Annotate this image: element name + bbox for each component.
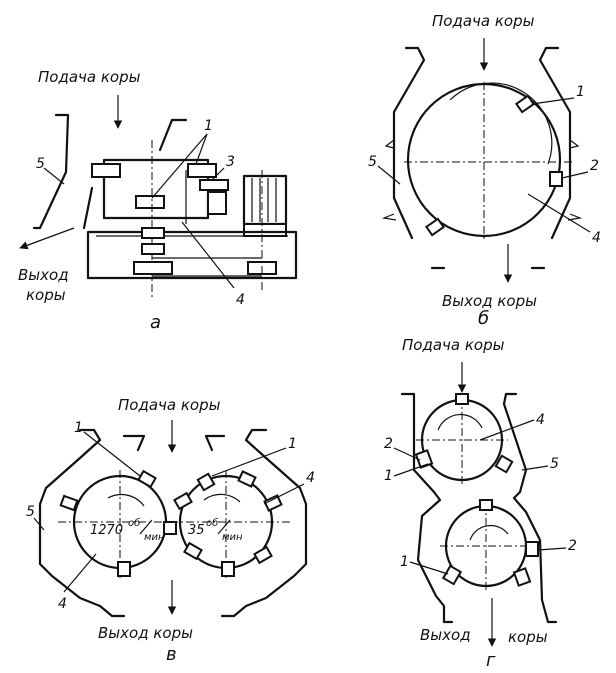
panel-g-exit-right: коры xyxy=(508,628,548,646)
panel-a-exit-label-1: Выход xyxy=(18,266,69,284)
panel-a-base xyxy=(86,230,298,280)
panel-a-callout-4: 4 xyxy=(236,292,245,308)
panel-v-speed-right-unit-top: об xyxy=(206,517,218,529)
panel-g-callout-5: 5 xyxy=(550,456,559,472)
panel-v-caption: в xyxy=(166,644,177,665)
panel-a-feed-label: Подача коры xyxy=(38,68,141,86)
panel-v-exit-label: Выход коры xyxy=(98,624,193,642)
panel-b-right-liner xyxy=(538,46,572,240)
panel-a-callout-3: 3 xyxy=(226,154,235,170)
panel-v-left-housing xyxy=(38,428,126,618)
panel-g-caption: г xyxy=(486,650,496,671)
panel-b-exit-label: Выход коры xyxy=(442,292,537,310)
panel-g: Подача коры Выход коры г 4 2 1 xyxy=(384,336,577,671)
panel-g-callout-2-upper: 2 xyxy=(384,436,393,452)
panel-a-motor xyxy=(242,174,288,226)
panel-b-caption: б xyxy=(478,308,489,329)
panel-b-callout-1: 1 xyxy=(576,84,585,100)
panel-b-callout-5: 5 xyxy=(368,154,377,170)
panel-g-left-wall xyxy=(400,392,454,624)
panel-g-callout-4: 4 xyxy=(536,412,545,428)
panel-b-left-liner xyxy=(392,46,426,240)
panel-v: Подача коры 1270 об мин 35 xyxy=(26,396,315,665)
panel-a-callout-1: 1 xyxy=(204,118,213,134)
panel-b-callout-2: 2 xyxy=(590,158,599,174)
panel-b-hammer-1 xyxy=(515,94,535,114)
panel-v-speed-left-unit-bottom: мин xyxy=(144,532,165,543)
panel-b-feed-label: Подача коры xyxy=(432,12,535,30)
panel-v-callout-4-right: 4 xyxy=(306,470,315,486)
panel-g-callout-2-lower: 2 xyxy=(568,538,577,554)
panel-a-exit-label-2: коры xyxy=(26,286,66,304)
panel-g-exit-left: Выход xyxy=(420,626,471,644)
panel-a-chute xyxy=(32,113,70,230)
panel-a-caption: а xyxy=(150,312,161,333)
panel-a-callout-5: 5 xyxy=(36,156,45,172)
panel-v-speed-left: 1270 xyxy=(90,523,123,538)
panel-v-right-housing xyxy=(220,428,308,618)
panel-v-speed-right: 35 xyxy=(188,523,205,538)
panel-g-right-wall xyxy=(502,392,558,624)
panel-a-exit-arrow xyxy=(19,227,75,250)
panel-b-hammer-2 xyxy=(549,171,563,187)
panel-a: Подача коры xyxy=(18,68,298,333)
panel-v-callout-4-left: 4 xyxy=(58,596,67,612)
panel-v-callout-1-right: 1 xyxy=(288,436,297,452)
panel-g-feed-label: Подача коры xyxy=(402,336,505,354)
panel-v-callout-5: 5 xyxy=(26,504,35,520)
panel-g-callout-1-upper: 1 xyxy=(384,468,393,484)
panel-g-callout-1-lower: 1 xyxy=(400,554,409,570)
panel-b-callout-4: 4 xyxy=(592,230,601,246)
panel-v-callout-1-left: 1 xyxy=(74,420,83,436)
panel-v-speed-right-unit-bottom: мин xyxy=(222,532,243,543)
panel-b-hammer-3 xyxy=(425,217,445,237)
panel-b: Подача коры Выход коры б 1 2 4 5 xyxy=(368,12,601,329)
panel-v-speed-left-unit-top: об xyxy=(128,517,140,529)
panel-v-feed-label: Подача коры xyxy=(118,396,221,414)
